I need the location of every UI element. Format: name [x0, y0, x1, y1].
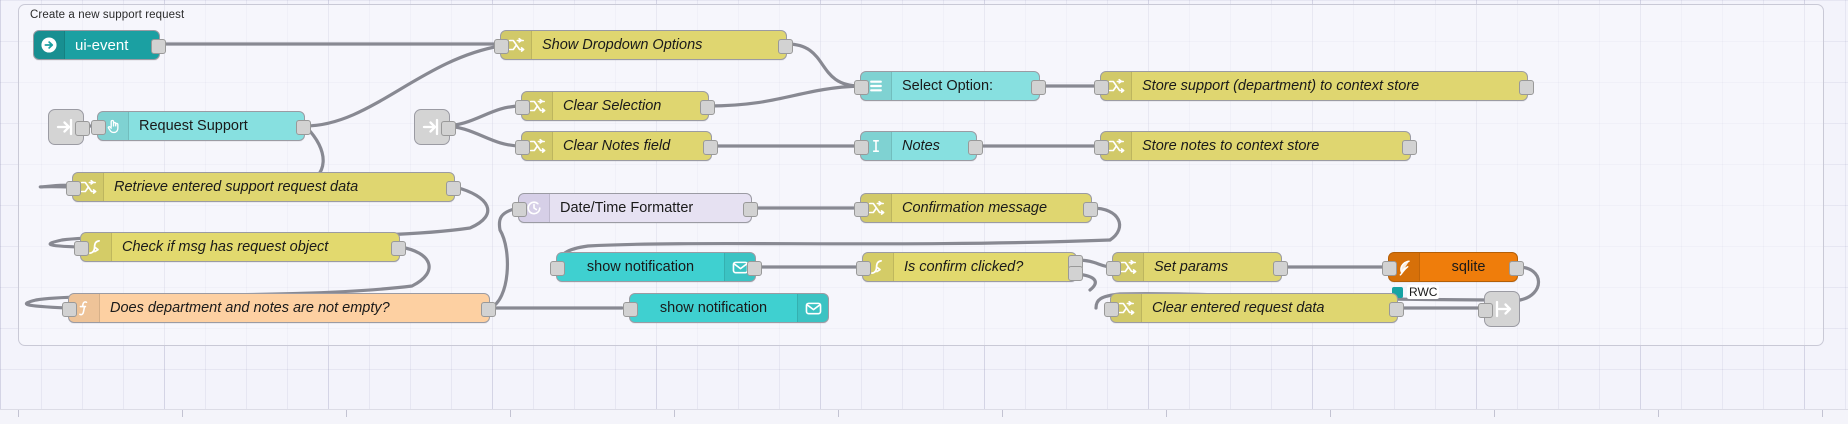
output-port[interactable] — [747, 260, 762, 276]
output-port[interactable] — [441, 120, 456, 136]
status-dot — [1392, 286, 1403, 298]
node-label: Clear Notes field — [563, 138, 671, 154]
node-does-department-and-notes-are-not-empty[interactable]: Does department and notes are not empty? — [62, 293, 496, 323]
output-port[interactable] — [1509, 260, 1524, 276]
node-label: Select Option: — [902, 78, 994, 94]
node-link-in-2[interactable] — [414, 109, 456, 145]
node-clear-entered-request-data[interactable]: Clear entered request data — [1104, 293, 1404, 323]
link-in-icon — [56, 118, 73, 136]
input-port[interactable] — [66, 180, 81, 196]
input-port[interactable] — [515, 139, 530, 155]
node-show-notification-top[interactable]: show notification — [550, 252, 762, 282]
node-set-params[interactable]: Set params — [1106, 252, 1288, 282]
output-port[interactable] — [1083, 201, 1098, 217]
output-port-2[interactable] — [1068, 266, 1083, 282]
node-label: Is confirm clicked? — [904, 259, 1024, 275]
node-notes[interactable]: Notes — [854, 131, 983, 161]
output-port[interactable] — [296, 119, 311, 135]
arrow-right-circle-icon — [34, 31, 65, 59]
node-label: Request Support — [139, 118, 248, 134]
node-label: Clear Selection — [563, 98, 662, 114]
output-port[interactable] — [1402, 139, 1417, 155]
node-clear-notes-field[interactable]: Clear Notes field — [515, 131, 718, 161]
output-port[interactable] — [1031, 79, 1046, 95]
input-port[interactable] — [74, 240, 89, 256]
output-port[interactable] — [700, 99, 715, 115]
node-confirmation-message[interactable]: Confirmation message — [854, 193, 1098, 223]
node-label: Confirmation message — [902, 200, 1048, 216]
output-port[interactable] — [743, 201, 758, 217]
node-label: Check if msg has request object — [122, 239, 329, 255]
node-request-support[interactable]: Request Support — [91, 111, 311, 141]
input-port[interactable] — [1382, 260, 1397, 276]
output-port[interactable] — [391, 240, 406, 256]
node-is-confirm-clicked[interactable]: Is confirm clicked? — [856, 252, 1083, 282]
input-port[interactable] — [550, 260, 565, 276]
input-port[interactable] — [623, 301, 638, 317]
output-port[interactable] — [151, 38, 166, 54]
node-store-notes-to-context-store[interactable]: Store notes to context store — [1094, 131, 1417, 161]
input-port[interactable] — [91, 119, 106, 135]
input-port[interactable] — [62, 301, 77, 317]
output-port[interactable] — [75, 120, 90, 136]
status-badge: RWC — [1392, 285, 1440, 299]
node-label: show notification — [659, 300, 768, 316]
node-label: Store notes to context store — [1142, 138, 1320, 154]
input-port[interactable] — [854, 201, 869, 217]
node-link-in-1[interactable] — [48, 109, 90, 145]
node-label: Date/Time Formatter — [560, 200, 694, 216]
node-label: sqlite — [1451, 259, 1486, 275]
node-label: Clear entered request data — [1152, 300, 1325, 316]
node-label: Notes — [902, 138, 940, 154]
node-label: ui-event — [75, 36, 129, 54]
node-ui-event[interactable]: ui-event — [33, 30, 166, 60]
input-port[interactable] — [515, 99, 530, 115]
status-text: RWC — [1407, 285, 1440, 299]
link-in-icon — [422, 118, 439, 136]
node-label: Set params — [1154, 259, 1229, 275]
node-check-if-msg-has-request-object[interactable]: Check if msg has request object — [74, 232, 406, 262]
output-port[interactable] — [1389, 301, 1404, 317]
change-icon — [861, 194, 892, 222]
input-port[interactable] — [512, 201, 527, 217]
link-out-icon — [1495, 300, 1512, 318]
node-label: Does department and notes are not empty? — [110, 300, 390, 316]
node-link-out-1[interactable] — [1478, 291, 1520, 327]
output-port[interactable] — [968, 139, 983, 155]
node-store-support-to-context-store[interactable]: Store support (department) to context st… — [1094, 71, 1534, 101]
output-port[interactable] — [703, 139, 718, 155]
input-port[interactable] — [1094, 139, 1109, 155]
flow-group-label: Create a new support request — [30, 9, 185, 21]
node-sqlite[interactable]: sqlite — [1382, 252, 1524, 282]
input-port[interactable] — [1106, 260, 1121, 276]
input-port[interactable] — [856, 260, 871, 276]
output-port[interactable] — [1273, 260, 1288, 276]
canvas-ruler — [0, 409, 1848, 424]
node-label: show notification — [586, 259, 695, 275]
node-show-dropdown-options[interactable]: Show Dropdown Options — [494, 30, 793, 60]
input-port[interactable] — [854, 139, 869, 155]
node-select-option[interactable]: Select Option: — [854, 71, 1046, 101]
node-show-notification-bottom[interactable]: show notification — [623, 293, 829, 323]
output-port[interactable] — [446, 180, 461, 196]
output-port[interactable] — [1519, 79, 1534, 95]
input-port[interactable] — [1478, 302, 1493, 318]
node-label: Show Dropdown Options — [542, 37, 703, 53]
envelope-icon — [797, 294, 828, 322]
node-label: Store support (department) to context st… — [1142, 78, 1420, 94]
node-date-time-formatter[interactable]: Date/Time Formatter — [512, 193, 758, 223]
input-port[interactable] — [494, 38, 509, 54]
output-port[interactable] — [481, 301, 496, 317]
input-port[interactable] — [1094, 79, 1109, 95]
input-port[interactable] — [1104, 301, 1119, 317]
node-retrieve-entered-support-request-data[interactable]: Retrieve entered support request data — [66, 172, 461, 202]
input-port[interactable] — [854, 79, 869, 95]
node-label: Retrieve entered support request data — [114, 179, 359, 195]
output-port[interactable] — [778, 38, 793, 54]
node-clear-selection[interactable]: Clear Selection — [515, 91, 715, 121]
